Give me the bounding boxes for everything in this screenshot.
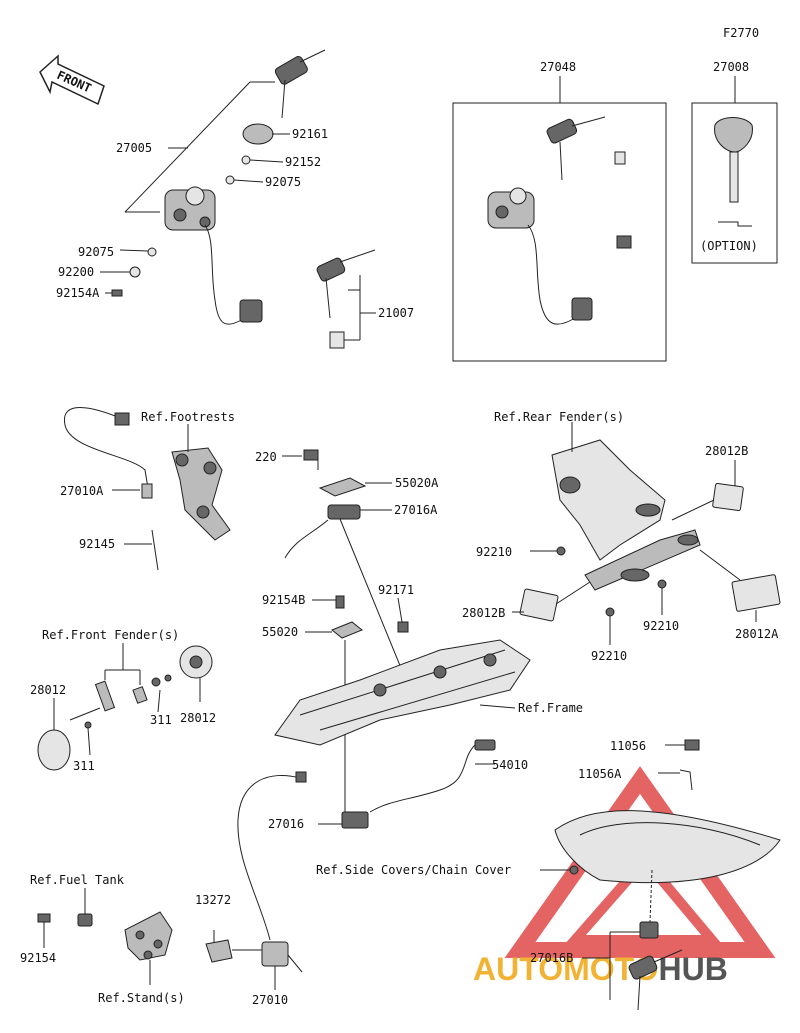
label-92161: 92161 xyxy=(292,127,328,141)
side-cover-icon xyxy=(540,739,781,884)
blank-key-icon xyxy=(714,117,753,227)
cap-92161-icon xyxy=(242,123,274,145)
seat-lock-parts xyxy=(282,449,411,812)
bolt-92154-icon xyxy=(37,913,51,923)
label-11056A: 11056A xyxy=(578,767,622,781)
sidestand-switch-27010 xyxy=(205,771,307,990)
front-fender-reflector-parts xyxy=(37,643,213,771)
front-arrow-icon: FRONT xyxy=(39,54,105,106)
label-28012A: 28012A xyxy=(735,627,779,641)
label-28012-right: 28012 xyxy=(180,711,216,725)
label-92145: 92145 xyxy=(79,537,115,551)
frame-subframe-icon xyxy=(274,639,531,746)
ignition-key-icon xyxy=(274,49,326,119)
label-27016A: 27016A xyxy=(394,503,438,517)
label-27010A: 27010A xyxy=(60,484,104,498)
label-27048: 27048 xyxy=(540,60,576,74)
kit-27048-contents xyxy=(487,116,632,325)
label-55020: 55020 xyxy=(262,625,298,639)
label-220: 220 xyxy=(255,450,277,464)
nut-92210-bottom-icon xyxy=(605,607,615,617)
label-27008: 27008 xyxy=(713,60,749,74)
bolt-92154A-icon xyxy=(111,289,123,297)
reflector-28012B-icon xyxy=(512,581,591,622)
label-28012B-top: 28012B xyxy=(705,444,748,458)
label-55020A: 55020A xyxy=(395,476,439,490)
label-21007: 21007 xyxy=(378,306,414,320)
footrest-bracket-icon xyxy=(171,424,231,541)
label-28012-left: 28012 xyxy=(30,683,66,697)
switch-body-icon xyxy=(164,186,216,231)
label-11056: 11056 xyxy=(610,739,646,753)
label-27005: 27005 xyxy=(116,141,152,155)
label-311-left: 311 xyxy=(73,759,95,773)
clip-icon xyxy=(77,913,93,927)
label-27016B: 27016B xyxy=(530,951,573,965)
label-92210-left: 92210 xyxy=(476,545,512,559)
figure-code: F2770 xyxy=(723,26,759,40)
label-92210-bottom: 92210 xyxy=(591,649,627,663)
washer-92075b-icon xyxy=(147,247,157,257)
label-92075-left: 92075 xyxy=(78,245,114,259)
ref-side-covers: Ref.Side Covers/Chain Cover xyxy=(316,863,511,877)
lock-cylinder-icon xyxy=(329,331,345,349)
washer-92075-icon xyxy=(225,175,235,185)
watermark-inner-triangle-shape xyxy=(563,852,723,945)
rear-fender-icon xyxy=(551,422,701,591)
washer-92152-icon xyxy=(241,155,251,165)
option-label: (OPTION) xyxy=(700,239,758,253)
ref-footrests: Ref.Footrests xyxy=(141,410,235,424)
label-27016: 27016 xyxy=(268,817,304,831)
ref-fuel-tank: Ref.Fuel Tank xyxy=(30,873,125,887)
seat-lock-cable-54010 xyxy=(318,739,496,829)
label-92154: 92154 xyxy=(20,951,56,965)
reflector-28012B-top-icon xyxy=(671,460,744,521)
stand-bracket-icon xyxy=(37,888,173,985)
label-311-right: 311 xyxy=(150,713,172,727)
ref-frame: Ref.Frame xyxy=(518,701,583,715)
lock-27016B-icon xyxy=(582,869,683,1011)
sidestand-switch-27010A xyxy=(64,407,159,571)
reflector-28012A-icon xyxy=(699,549,781,622)
washer-92200-icon xyxy=(129,266,141,278)
key-set-21007 xyxy=(316,249,376,349)
label-92171: 92171 xyxy=(378,583,414,597)
label-92154B: 92154B xyxy=(262,593,305,607)
label-92075-top: 92075 xyxy=(265,175,301,189)
ref-stand: Ref.Stand(s) xyxy=(98,991,185,1005)
label-13272: 13272 xyxy=(195,893,231,907)
ignition-switch-assembly xyxy=(100,49,326,325)
ref-rear-fender: Ref.Rear Fender(s) xyxy=(494,410,624,424)
nut-92210-left-icon xyxy=(556,546,566,556)
label-54010: 54010 xyxy=(492,758,528,772)
label-28012B: 28012B xyxy=(462,606,505,620)
label-27010: 27010 xyxy=(252,993,288,1007)
connector-icon xyxy=(239,299,263,323)
label-92154A: 92154A xyxy=(56,286,100,300)
nut-92210-right-icon xyxy=(657,579,667,589)
ref-front-fender: Ref.Front Fender(s) xyxy=(42,628,179,642)
kit-27048-box xyxy=(452,102,667,362)
label-92200: 92200 xyxy=(58,265,94,279)
watermark-text: AUTOMOTOHUB xyxy=(473,951,728,987)
label-92210-right: 92210 xyxy=(643,619,679,633)
label-92152: 92152 xyxy=(285,155,321,169)
